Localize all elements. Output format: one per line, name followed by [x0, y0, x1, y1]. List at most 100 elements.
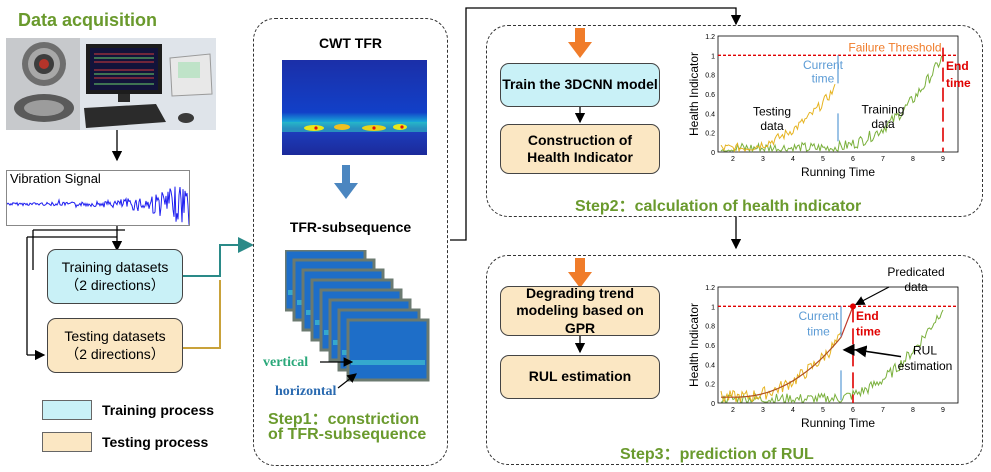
step2-panel: [486, 25, 983, 217]
x-tick-label: 7: [881, 407, 885, 414]
training-data-label-1: Training: [862, 102, 905, 116]
y-tick-label: 0.4: [705, 111, 715, 118]
degrading-trend-box: Degrading trend modeling based on GPR: [500, 284, 660, 336]
vibration-signal-panel: Vibration Signal: [6, 170, 190, 226]
y-axis-label: Health Indicator: [688, 303, 701, 387]
down-arrow-icon: [334, 165, 358, 199]
testing-datasets-label: Testing datasets: [64, 328, 166, 344]
y-tick-label: 0.2: [705, 131, 715, 138]
end-time-label-2: time: [856, 324, 881, 338]
x-tick-label: 2: [731, 156, 735, 163]
degrading-trend-line2: modeling based on GPR: [516, 302, 644, 336]
predicated-label-1: Predicated: [887, 265, 944, 279]
cwt-tfr-title: CWT TFR: [319, 35, 382, 51]
testing-series: [720, 83, 836, 153]
construct-hi-line2: Health Indicator: [527, 149, 633, 165]
x-tick-label: 3: [761, 407, 765, 414]
vibration-signal-label: Vibration Signal: [10, 171, 101, 186]
direction-arrows: [320, 357, 357, 389]
predicated-label-2: data: [904, 280, 928, 294]
x-tick-label: 2: [731, 407, 735, 414]
end-time-label-2: time: [946, 76, 971, 90]
training-datasets-directions: （2 directions）: [65, 276, 165, 293]
y-tick-label: 0.8: [705, 324, 715, 331]
x-tick-label: 7: [881, 156, 885, 163]
step3-panel: [486, 255, 983, 465]
y-tick-label: 0.6: [705, 343, 715, 350]
legend-testing-swatch: [42, 432, 92, 452]
horizontal-label: horizontal: [275, 384, 337, 399]
cwt-spectrogram: [282, 60, 427, 155]
y-tick-label: 0.8: [705, 73, 715, 80]
y-tick-label: 1.2: [705, 285, 715, 292]
training-datasets-box: Training datasets （2 directions）: [47, 249, 183, 304]
x-tick-label: 6: [851, 407, 855, 414]
train-3dcnn-box: Train the 3DCNN model: [500, 63, 660, 107]
failure-threshold-label: Failure Threshold: [848, 40, 941, 54]
current-time-label-2: time: [812, 71, 835, 85]
x-axis-label: Running Time: [801, 416, 875, 430]
x-axis-label: Running Time: [801, 165, 875, 179]
end-time-label-1: End: [946, 59, 969, 73]
testing-series: [720, 331, 842, 403]
y-tick-label: 0.4: [705, 362, 715, 369]
tfr-frame: [346, 318, 430, 382]
x-tick-label: 8: [911, 407, 915, 414]
y-axis-label: Health Indicator: [688, 52, 701, 136]
legend-testing-label: Testing process: [102, 434, 209, 450]
x-tick-label: 5: [821, 407, 825, 414]
x-tick-label: 8: [911, 156, 915, 163]
gpr-fit-series: [721, 336, 842, 398]
tfr-subsequence-stack: [285, 250, 430, 382]
step2-title: Step2：calculation of health indicator: [575, 198, 862, 215]
step3-title: Step3：prediction of RUL: [620, 446, 814, 463]
x-tick-label: 6: [851, 156, 855, 163]
construct-hi-box: Construction of Health Indicator: [500, 124, 660, 174]
orange-arrow-icon-2: [568, 258, 592, 288]
legend-training-label: Training process: [102, 402, 215, 418]
y-tick-label: 1.2: [705, 34, 715, 41]
x-tick-label: 9: [941, 156, 945, 163]
step1-title-line2: of TFR-subsequence: [268, 426, 427, 443]
y-tick-label: 0: [711, 150, 715, 157]
data-acquisition-title: Data acquisition: [18, 10, 158, 30]
training-series: [720, 55, 944, 153]
rul-estimation-box: RUL estimation: [500, 355, 660, 399]
rul-label-1: RUL: [913, 344, 937, 358]
testing-data-label-1: Testing: [753, 104, 791, 118]
vertical-label: vertical: [263, 355, 309, 370]
current-time-label-1: Current: [798, 309, 839, 323]
construct-hi-line1: Construction of: [527, 131, 633, 148]
x-tick-label: 9: [941, 407, 945, 414]
rul-label-2: estimation: [898, 359, 953, 373]
y-tick-label: 0.6: [705, 92, 715, 99]
training-datasets-label: Training datasets: [61, 259, 169, 275]
predicted-series: [840, 306, 854, 338]
training-data-label-2: data: [871, 117, 895, 131]
testing-datasets-box: Testing datasets （2 directions）: [47, 318, 183, 373]
current-time-label-1: Current: [803, 58, 844, 72]
degrading-trend-line1: Degrading trend: [525, 284, 635, 301]
step1-panel: [253, 18, 448, 466]
step1-title-line1: Step1：constriction: [268, 411, 420, 428]
x-tick-label: 3: [761, 156, 765, 163]
testing-datasets-directions: （2 directions）: [65, 345, 165, 362]
x-tick-label: 5: [821, 156, 825, 163]
data-acquisition-photo: [6, 38, 216, 130]
y-tick-label: 0.2: [705, 382, 715, 389]
end-time-label-1: End: [856, 309, 879, 323]
x-tick-label: 4: [791, 156, 795, 163]
vibration-signal-waveform: [7, 186, 189, 225]
x-tick-label: 4: [791, 407, 795, 414]
orange-arrow-icon: [568, 28, 592, 58]
rul-arrow-right: [854, 345, 902, 358]
step2-hi-chart: 0 0.2 0.4 0.6 0.8 1 1.2 2 3 4 5 6 7 8 9 Health Indicato…: [688, 34, 971, 179]
y-tick-label: 1: [711, 53, 715, 60]
testing-data-label-2: data: [760, 119, 784, 133]
tfr-frame-band: [351, 360, 425, 365]
tfr-subsequence-label: TFR-subsequence: [289, 219, 412, 235]
y-tick-label: 1: [711, 304, 715, 311]
legend-training-swatch: [42, 400, 92, 420]
